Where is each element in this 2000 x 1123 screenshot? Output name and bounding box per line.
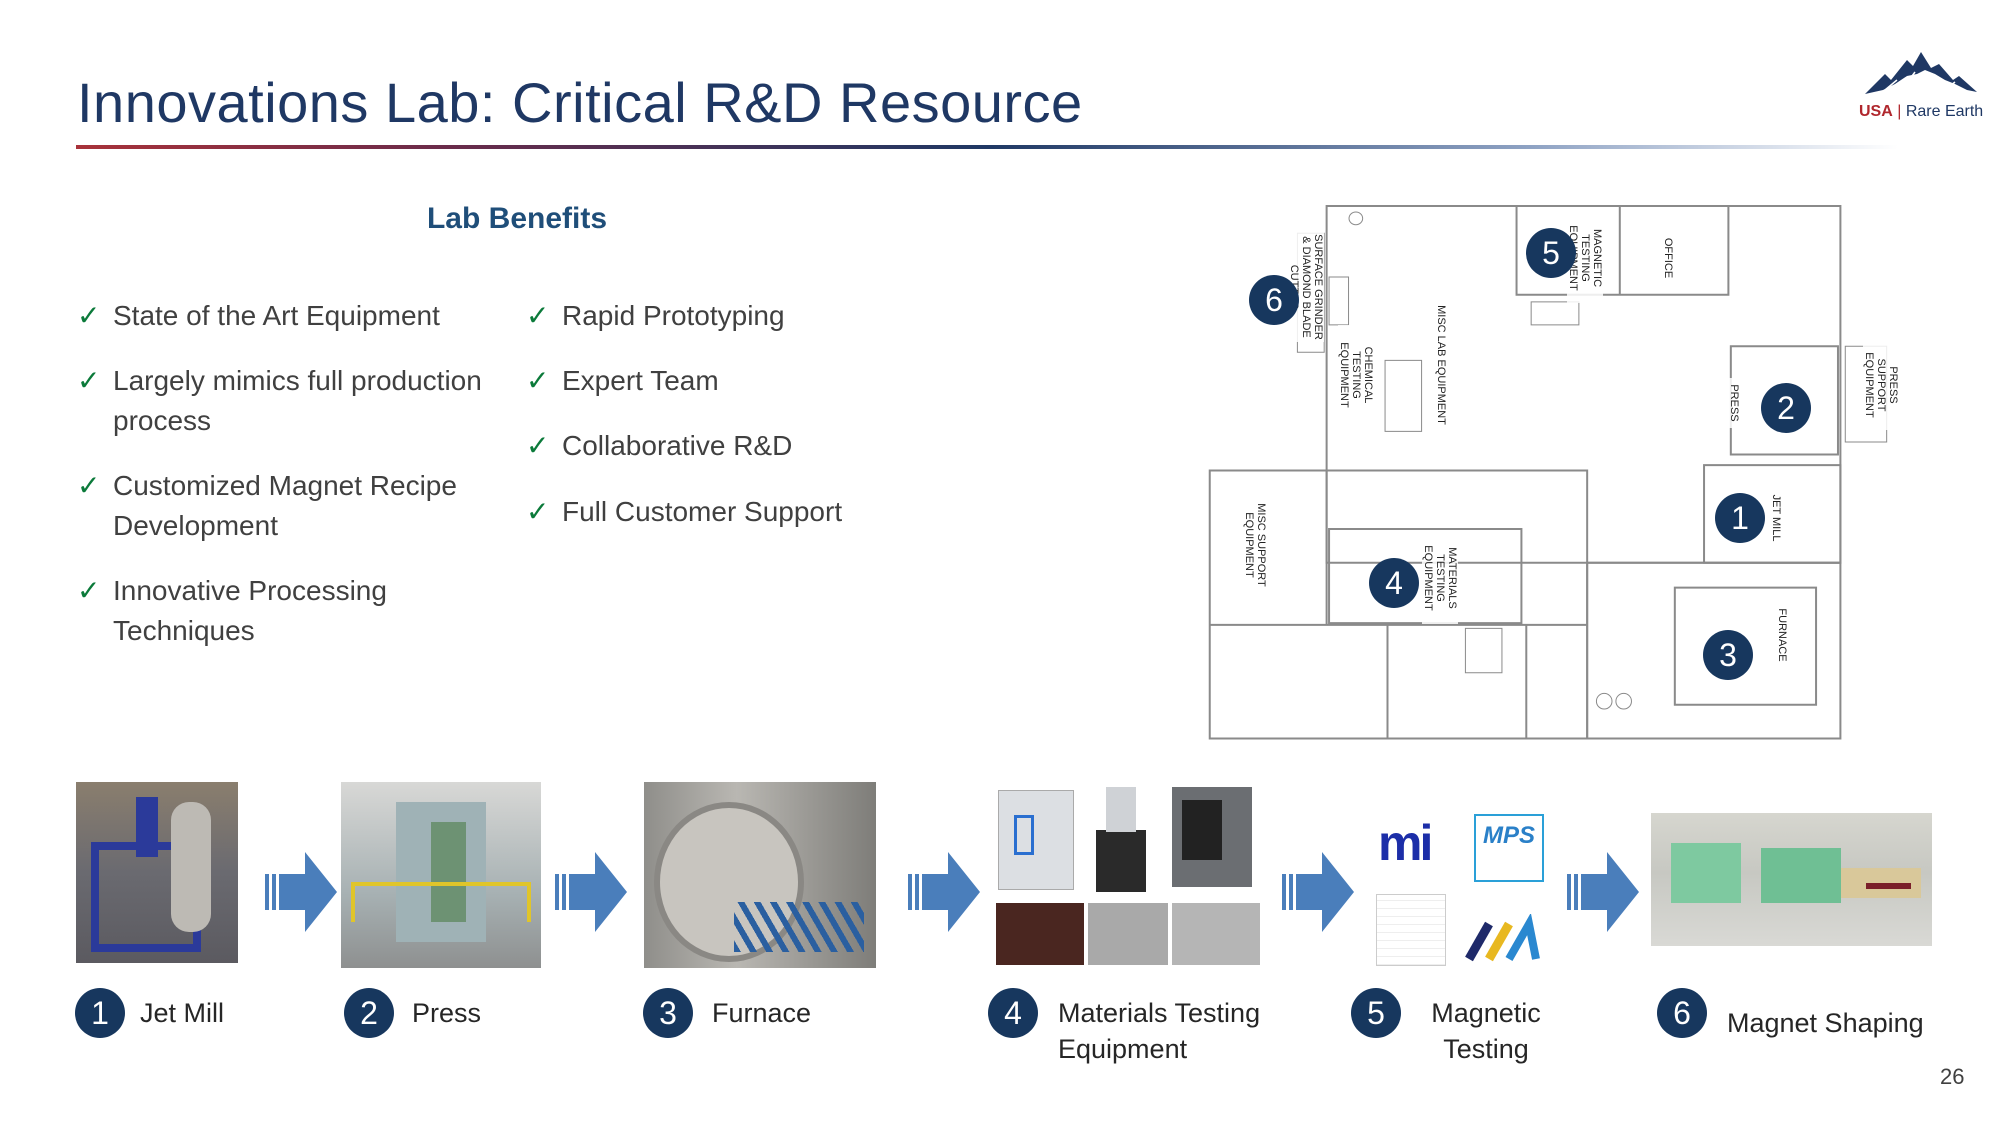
lab-benefits-heading: Lab Benefits	[426, 202, 608, 235]
check-icon: ✓	[77, 300, 101, 331]
plan-marker-2: 2	[1761, 383, 1811, 433]
jet-mill-photo	[76, 782, 238, 963]
flow-arrow-icon	[1282, 852, 1354, 932]
magnet-shaping-photo	[1651, 813, 1932, 946]
plan-marker-1: 1	[1715, 493, 1765, 543]
flow-arrow-icon	[555, 852, 627, 932]
company-logo: USA | Rare Earth	[1855, 50, 1990, 128]
step-label-jet-mill: Jet Mill	[140, 998, 225, 1028]
furnace-photo	[644, 782, 876, 968]
plan-marker-4: 4	[1369, 558, 1419, 608]
flow-arrow-icon	[908, 852, 980, 932]
plan-label-press: PRESS	[1728, 378, 1740, 428]
check-icon: ✓	[526, 496, 550, 527]
mps-logo: MPS	[1474, 814, 1544, 882]
title-divider	[76, 145, 1898, 149]
step-label-furnace: Furnace	[712, 998, 812, 1028]
plan-label-chemical: CHEMICAL TESTING EQUIPMENT	[1338, 325, 1374, 425]
step-number-4: 4	[988, 988, 1038, 1038]
plan-label-furnace: FURNACE	[1776, 600, 1788, 670]
logo-rare-earth: Rare Earth	[1905, 103, 1984, 120]
hysteresis-chart-thumbnail	[1376, 894, 1446, 966]
plan-label-materials: MATERIALS TESTING EQUIPMENT	[1422, 532, 1458, 624]
step-label-shaping: Magnet Shaping	[1727, 1008, 1924, 1038]
mountain-icon	[1865, 52, 1977, 94]
plan-label-jet-mill: JET MILL	[1770, 488, 1782, 548]
magnetic-testing-logos: mi MPS	[1374, 814, 1545, 968]
floor-plan	[1200, 190, 1950, 750]
step-number-1: 1	[75, 988, 125, 1038]
check-icon: ✓	[77, 575, 101, 606]
flow-arrow-icon	[1567, 852, 1639, 932]
magnetic-room-wall	[1517, 206, 1729, 295]
furnace-area	[1675, 588, 1816, 705]
plan-label-misc-support: MISC SUPPORT EQUIPMENT	[1243, 500, 1267, 590]
step-number-3: 3	[643, 988, 693, 1038]
flow-arrow-icon	[265, 852, 337, 932]
press-photo	[341, 782, 541, 968]
plan-marker-5: 5	[1526, 228, 1576, 278]
step-number-5: 5	[1351, 988, 1401, 1038]
materials-testing-photo	[996, 785, 1264, 968]
logo-usa: USA	[1859, 103, 1893, 120]
check-icon: ✓	[526, 365, 550, 396]
plan-label-office: OFFICE	[1662, 228, 1674, 288]
jet-mill-room-wall	[1704, 465, 1840, 563]
lower-left-wall	[1210, 470, 1587, 738]
check-icon: ✓	[77, 365, 101, 396]
step-number-2: 2	[344, 988, 394, 1038]
magnet-logo	[1465, 914, 1540, 962]
step-number-6: 6	[1657, 988, 1707, 1038]
check-icon: ✓	[77, 470, 101, 501]
plan-marker-6: 6	[1249, 275, 1299, 325]
plan-label-misc-lab: MISC LAB EQUIPMENT	[1435, 300, 1447, 430]
step-label-press: Press	[412, 998, 482, 1028]
mi-logo: mi	[1378, 815, 1433, 871]
check-icon: ✓	[526, 300, 550, 331]
check-icon: ✓	[526, 430, 550, 461]
plan-label-press-support: PRESS SUPPORT EQUIPMENT	[1863, 340, 1899, 430]
page-title: Innovations Lab: Critical R&D Resource	[77, 71, 1083, 134]
plan-marker-3: 3	[1703, 630, 1753, 680]
page-number: 26	[1940, 1064, 1965, 1089]
